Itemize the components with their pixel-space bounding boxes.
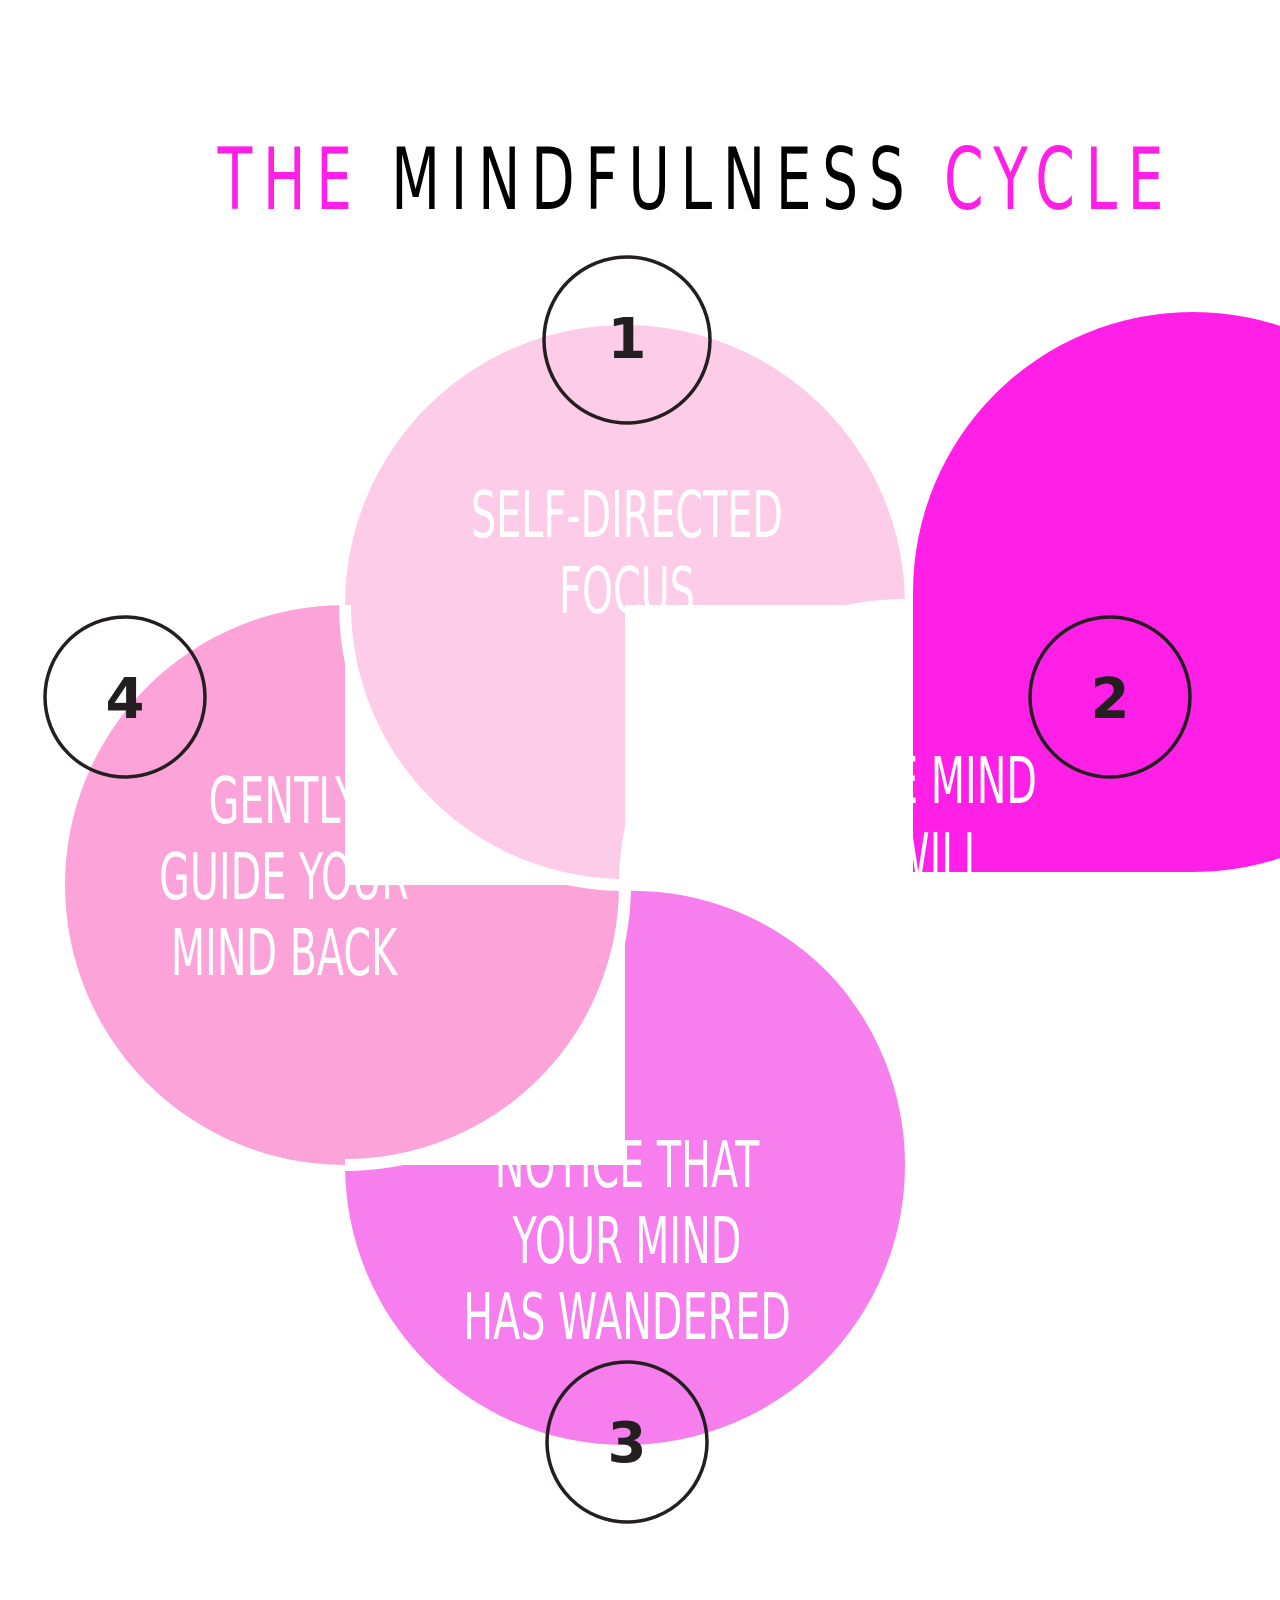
step-3-number: 3 [607,1411,647,1476]
separator-arc-left [344,884,631,1171]
step-2-number: 2 [1090,667,1130,732]
step-4-label-line: GENTLY [208,765,360,839]
step-4-number: 4 [105,667,145,732]
step-1-number: 1 [607,307,647,372]
step-1-label-line: SELF-DIRECTED [471,479,783,553]
step-1-label: SELF-DIRECTED FOCUS [471,478,783,630]
step-1-petal [345,325,905,885]
title-part-cycle: CYCLE [943,130,1175,230]
step-3-label-line: NOTICE THAT [494,1129,760,1203]
title-part-the: THE [217,130,363,230]
step-4-petal [65,605,625,1165]
step-1-ring [542,255,712,425]
step-3-petal [345,885,905,1445]
step-4-label-line: MIND BACK [170,917,398,991]
separator-arc-right [619,599,906,886]
step-3-ring [545,1360,709,1524]
step-2-label: THE MIND WILL WANDER [839,744,1037,972]
step-2-ring [1028,615,1192,779]
separator-arc-top [339,604,626,891]
step-4-label-line: GUIDE YOUR [159,841,409,915]
step-2-label-line: THE MIND [839,745,1037,819]
step-4-ring [43,615,207,779]
diagram-title: THE MINDFULNESS CYCLE [217,128,1164,232]
step-3-label-line: YOUR MIND [512,1205,742,1279]
step-2-label-line: WANDER [849,897,1027,971]
separator-arc-bottom [624,878,919,1166]
step-2-petal [913,312,1280,872]
step-2-label-line: WILL [890,821,986,895]
step-3-label: NOTICE THAT YOUR MIND HAS WANDERED [463,1128,790,1356]
step-4-label: GENTLY GUIDE YOUR MIND BACK [159,764,409,992]
step-1-label-line: FOCUS [559,555,695,629]
step-3-label-line: HAS WANDERED [463,1281,791,1355]
title-part-mindfulness: MINDFULNESS [391,130,916,230]
